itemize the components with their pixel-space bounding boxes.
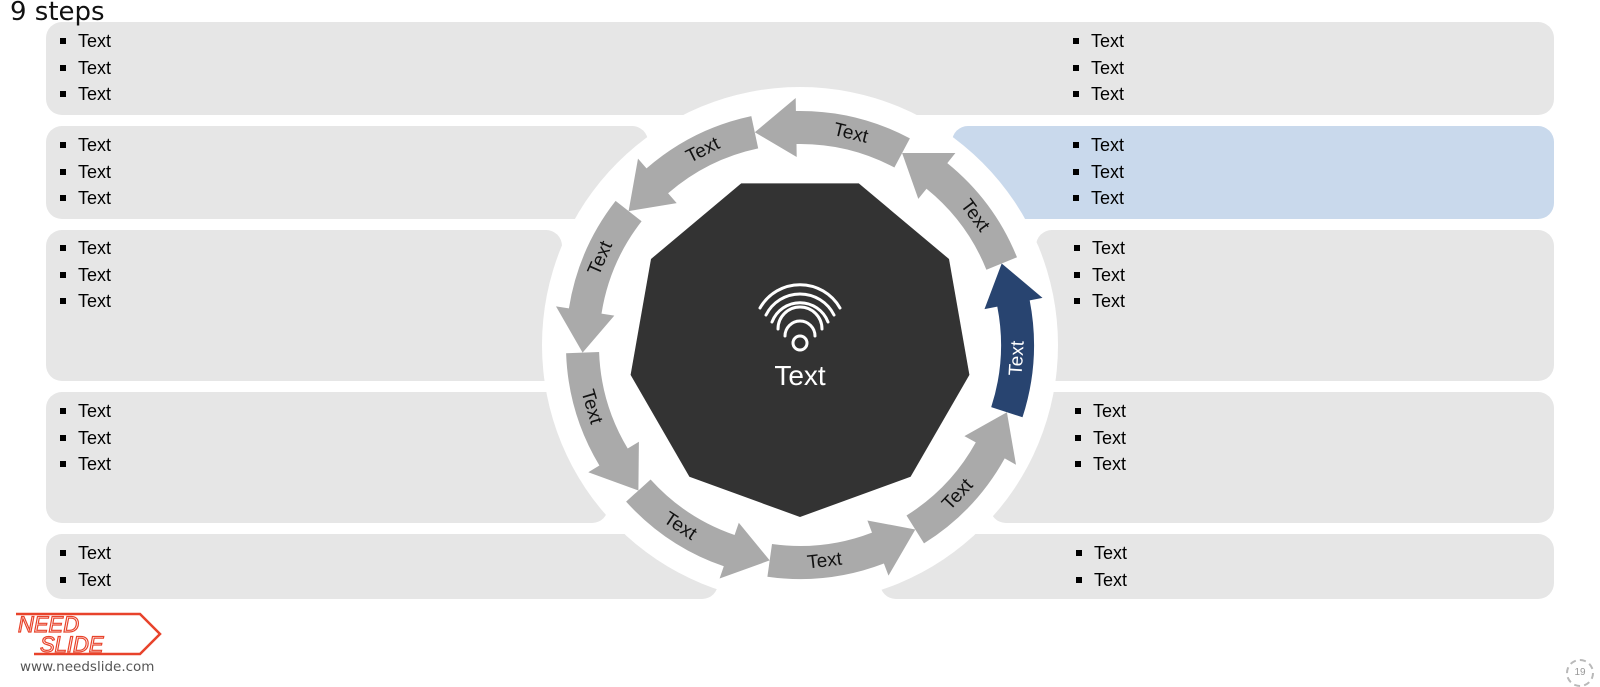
list-item: Text — [58, 81, 111, 108]
cycle-arrow-1 — [984, 263, 1043, 418]
list-item: Text — [58, 55, 111, 82]
logo-line-2: SLIDE — [40, 632, 104, 657]
cycle-arrow-5 — [556, 200, 642, 353]
list-item: Text — [58, 235, 111, 262]
list-item: Text — [1072, 235, 1125, 262]
cycle-arrow-7 — [626, 479, 770, 579]
list-item: Text — [58, 540, 111, 567]
list-item: Text — [1071, 185, 1124, 212]
list-item: Text — [1072, 288, 1125, 315]
panel-right-2 — [952, 126, 1554, 219]
list-item: Text — [1071, 132, 1124, 159]
list-item: Text — [58, 159, 111, 186]
logo-line-1: NEED — [18, 612, 79, 637]
panel-right-3 — [1036, 230, 1554, 381]
list-item: Text — [58, 567, 111, 594]
panel-left-1 — [46, 22, 1554, 115]
list-item: Text — [1071, 159, 1124, 186]
cycle-arrow-8 — [767, 520, 916, 580]
list-item: Text — [1073, 425, 1126, 452]
slide-title: 9 steps — [10, 0, 105, 27]
cycle-arrow-3 — [754, 98, 910, 168]
list-item: Text — [58, 185, 111, 212]
cycle-arrow-2 — [902, 153, 1017, 270]
list-item: Text — [1071, 55, 1124, 82]
panel-left-5 — [46, 534, 718, 599]
list-item: Text — [1074, 540, 1127, 567]
website-url: www.needslide.com — [20, 659, 155, 675]
list-item: Text — [1071, 28, 1124, 55]
panel-left-4 — [46, 392, 608, 523]
wifi-icon — [758, 283, 842, 352]
arrow-label-8: Text — [806, 549, 844, 574]
list-item: Text — [58, 288, 111, 315]
list-item: Text — [58, 132, 111, 159]
center-label: Text — [774, 360, 826, 391]
list-item: Text — [1074, 567, 1127, 594]
cycle-arrow-4 — [628, 116, 759, 212]
cycle-arrow-6 — [566, 352, 639, 491]
list-item: Text — [58, 28, 111, 55]
list-item: Text — [1072, 262, 1125, 289]
arrow-label-1: Text — [1006, 340, 1029, 377]
list-item: Text — [58, 398, 111, 425]
list-item: Text — [58, 451, 111, 478]
cycle-arrow-9 — [906, 412, 1016, 544]
list-item: Text — [1073, 398, 1126, 425]
needslide-logo: NEED SLIDE — [16, 612, 162, 658]
list-item: Text — [58, 262, 111, 289]
list-item: Text — [1073, 451, 1126, 478]
panel-left-3 — [46, 230, 562, 381]
list-item: Text — [58, 425, 111, 452]
list-item: Text — [1071, 81, 1124, 108]
panel-right-4 — [990, 392, 1554, 523]
page-number: 19 — [1566, 659, 1594, 687]
panels-layer — [46, 22, 1554, 599]
panel-left-2 — [46, 126, 648, 219]
panel-right-5 — [880, 534, 1554, 599]
